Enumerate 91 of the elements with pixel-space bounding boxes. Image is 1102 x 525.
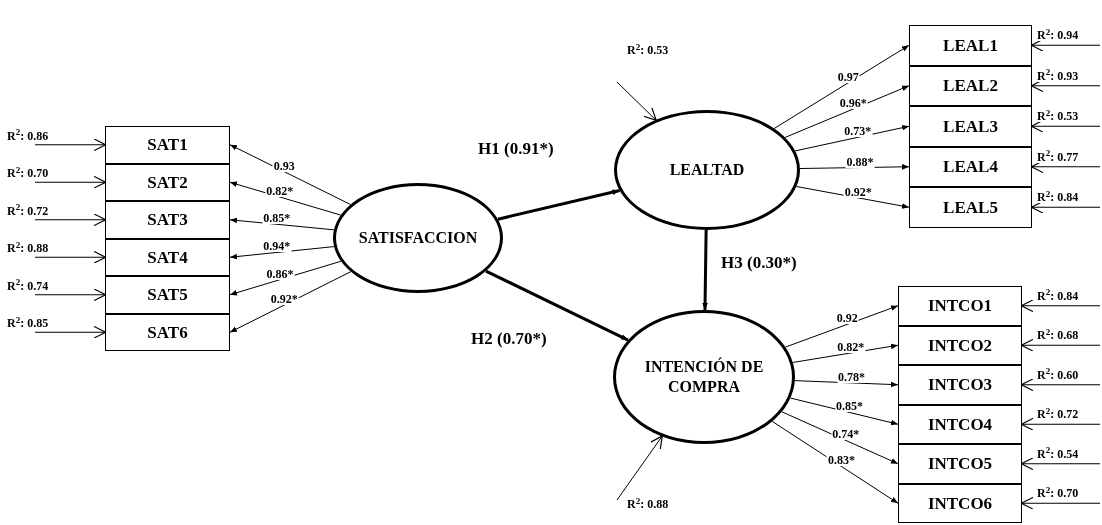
loading-arrow [784, 85, 910, 138]
edge-label: 0.86* [265, 267, 295, 280]
edge-label: R$^{2}$: 0.85 [6, 317, 50, 330]
indicator-box: SAT3 [105, 201, 230, 239]
edge-label: R$^{2}$: 0.86 [6, 129, 50, 142]
error-arrow [34, 175, 107, 189]
error-arrow [1020, 378, 1101, 392]
edge-label: R$^{2}$: 0.70 [1036, 487, 1080, 500]
indicator-box: INTCO4 [898, 404, 1022, 444]
edge-label: 0.73* [843, 125, 873, 138]
indicator-box: SAT2 [105, 163, 230, 201]
edge-label: 0.92* [843, 185, 873, 198]
error-arrow [1020, 457, 1101, 471]
error-arrow [34, 250, 107, 264]
error-arrow [34, 325, 107, 339]
edge-label: 0.94* [262, 240, 292, 253]
loading-arrow [789, 397, 899, 426]
indicator-box: INTCO6 [898, 483, 1022, 523]
latent-variable-ellipse: SATISFACCION [333, 183, 503, 293]
error-arrow [1020, 338, 1101, 352]
edge-label: 0.88* [845, 155, 875, 168]
loading-arrow [229, 246, 335, 260]
edge-label: R$^{2}$: 0.70 [6, 167, 50, 180]
edge-label: 0.74* [831, 428, 861, 441]
indicator-box: LEAL4 [909, 146, 1032, 187]
error-arrow [1030, 160, 1101, 174]
edge-label: H3 (0.30*) [720, 254, 798, 271]
edge-label: R$^{2}$: 0.54 [1036, 447, 1080, 460]
error-arrow [1030, 119, 1101, 133]
error-arrow [616, 435, 663, 501]
loading-arrow [771, 420, 899, 504]
edge-label: 0.93 [272, 159, 296, 172]
path-arrow [485, 269, 629, 342]
edge-label: 0.83* [826, 454, 856, 467]
error-arrow [34, 213, 107, 227]
edge-label: R$^{2}$: 0.77 [1036, 150, 1080, 163]
indicator-box: SAT5 [105, 276, 230, 314]
error-arrow [1030, 200, 1101, 214]
error-arrow [1020, 417, 1101, 431]
error-arrow [616, 81, 657, 121]
edge-label: 0.97 [836, 70, 860, 83]
edge-label: 0.92* [269, 293, 299, 305]
edge-label: 0.78* [837, 370, 867, 383]
indicator-box: INTCO5 [898, 444, 1022, 484]
edge-label: R$^{2}$: 0.60 [1036, 368, 1080, 381]
indicator-box: LEAL5 [909, 187, 1032, 228]
indicator-box: LEAL2 [909, 65, 1032, 106]
loading-arrow [229, 217, 335, 231]
error-arrow [34, 138, 107, 152]
loading-arrow [795, 186, 910, 209]
edge-label: R$^{2}$: 0.74 [6, 279, 50, 292]
indicator-box: SAT4 [105, 238, 230, 276]
error-arrow [1020, 496, 1101, 510]
loading-arrow [229, 271, 352, 333]
edge-label: R$^{2}$: 0.53 [1036, 110, 1080, 123]
indicator-box: SAT6 [105, 313, 230, 351]
indicator-box: INTCO1 [898, 286, 1022, 326]
error-arrow [1030, 79, 1101, 93]
error-arrow [34, 288, 107, 302]
error-arrow [1030, 38, 1101, 52]
edge-label: 0.96* [838, 97, 868, 109]
loading-arrow [229, 144, 352, 206]
edge-label: 0.82* [836, 341, 866, 353]
error-arrow [1020, 299, 1101, 313]
edge-label: 0.92 [835, 312, 859, 325]
path-arrow [497, 189, 620, 221]
edge-label: R$^{2}$: 0.72 [6, 204, 50, 217]
edge-label: R$^{2}$: 0.53 [626, 44, 670, 56]
edge-label: H2 (0.70*) [470, 330, 548, 347]
edge-label: R$^{2}$: 0.72 [1036, 408, 1080, 421]
edge-label: R$^{2}$: 0.93 [1036, 69, 1080, 82]
edge-label: R$^{2}$: 0.94 [1036, 29, 1080, 42]
edge-label: R$^{2}$: 0.84 [1036, 191, 1080, 204]
edge-label: R$^{2}$: 0.84 [1036, 289, 1080, 302]
indicator-box: INTCO3 [898, 365, 1022, 405]
edge-label: 0.85* [835, 400, 865, 413]
latent-variable-ellipse: LEALTAD [614, 110, 800, 230]
path-arrow [702, 229, 708, 311]
loading-arrow [794, 125, 910, 152]
edge-label: R$^{2}$: 0.68 [1036, 329, 1080, 342]
edge-label: H1 (0.91*) [477, 140, 555, 157]
edge-label: 0.85* [262, 212, 292, 225]
loading-arrow [773, 44, 910, 129]
edge-label: R$^{2}$: 0.88 [626, 498, 670, 510]
indicator-box: INTCO2 [898, 325, 1022, 365]
indicator-box: SAT1 [105, 126, 230, 164]
latent-variable-ellipse: INTENCIÓN DE COMPRA [613, 310, 795, 444]
indicator-box: LEAL3 [909, 106, 1032, 147]
edge-label: R$^{2}$: 0.88 [6, 242, 50, 255]
indicator-box: LEAL1 [909, 25, 1032, 66]
edge-label: 0.82* [265, 185, 295, 197]
